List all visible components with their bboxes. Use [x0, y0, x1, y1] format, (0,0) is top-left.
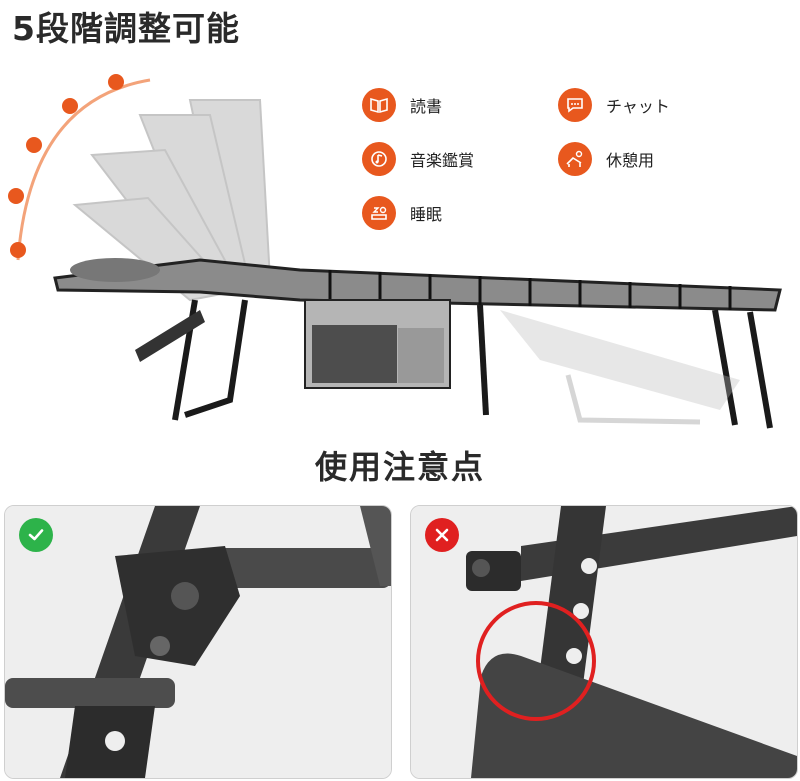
feature-label: 音楽鑑賞	[410, 151, 475, 170]
correct-hinge-photo	[5, 506, 391, 778]
feature-chat: チャット	[558, 88, 670, 122]
book-icon	[362, 88, 396, 122]
incorrect-hinge-photo	[411, 506, 797, 778]
relax-icon	[558, 142, 592, 176]
lounger-bed	[53, 258, 782, 312]
check-icon	[19, 518, 53, 552]
sleep-icon	[362, 196, 396, 230]
section-title: 使用注意点	[314, 448, 485, 486]
feature-label: 休憩用	[606, 151, 655, 170]
page-title: 5段階調整可能	[12, 9, 240, 48]
feature-label: 睡眠	[410, 205, 443, 224]
lounger-illustration	[8, 74, 782, 429]
feature-list: 読書 チャット 音楽鑑賞 休憩用 睡眠	[362, 88, 782, 238]
feature-label: 読書	[410, 97, 443, 116]
correct-usage-panel	[4, 505, 392, 779]
feature-sleep: 睡眠	[362, 196, 442, 230]
feature-relax: 休憩用	[558, 142, 654, 176]
feature-label: チャット	[606, 97, 670, 116]
chat-icon	[558, 88, 592, 122]
incorrect-usage-panel	[410, 505, 798, 779]
feature-reading: 読書	[362, 88, 442, 122]
feature-music: 音楽鑑賞	[362, 142, 474, 176]
cross-icon	[425, 518, 459, 552]
adjustment-dots	[8, 74, 124, 258]
music-icon	[362, 142, 396, 176]
